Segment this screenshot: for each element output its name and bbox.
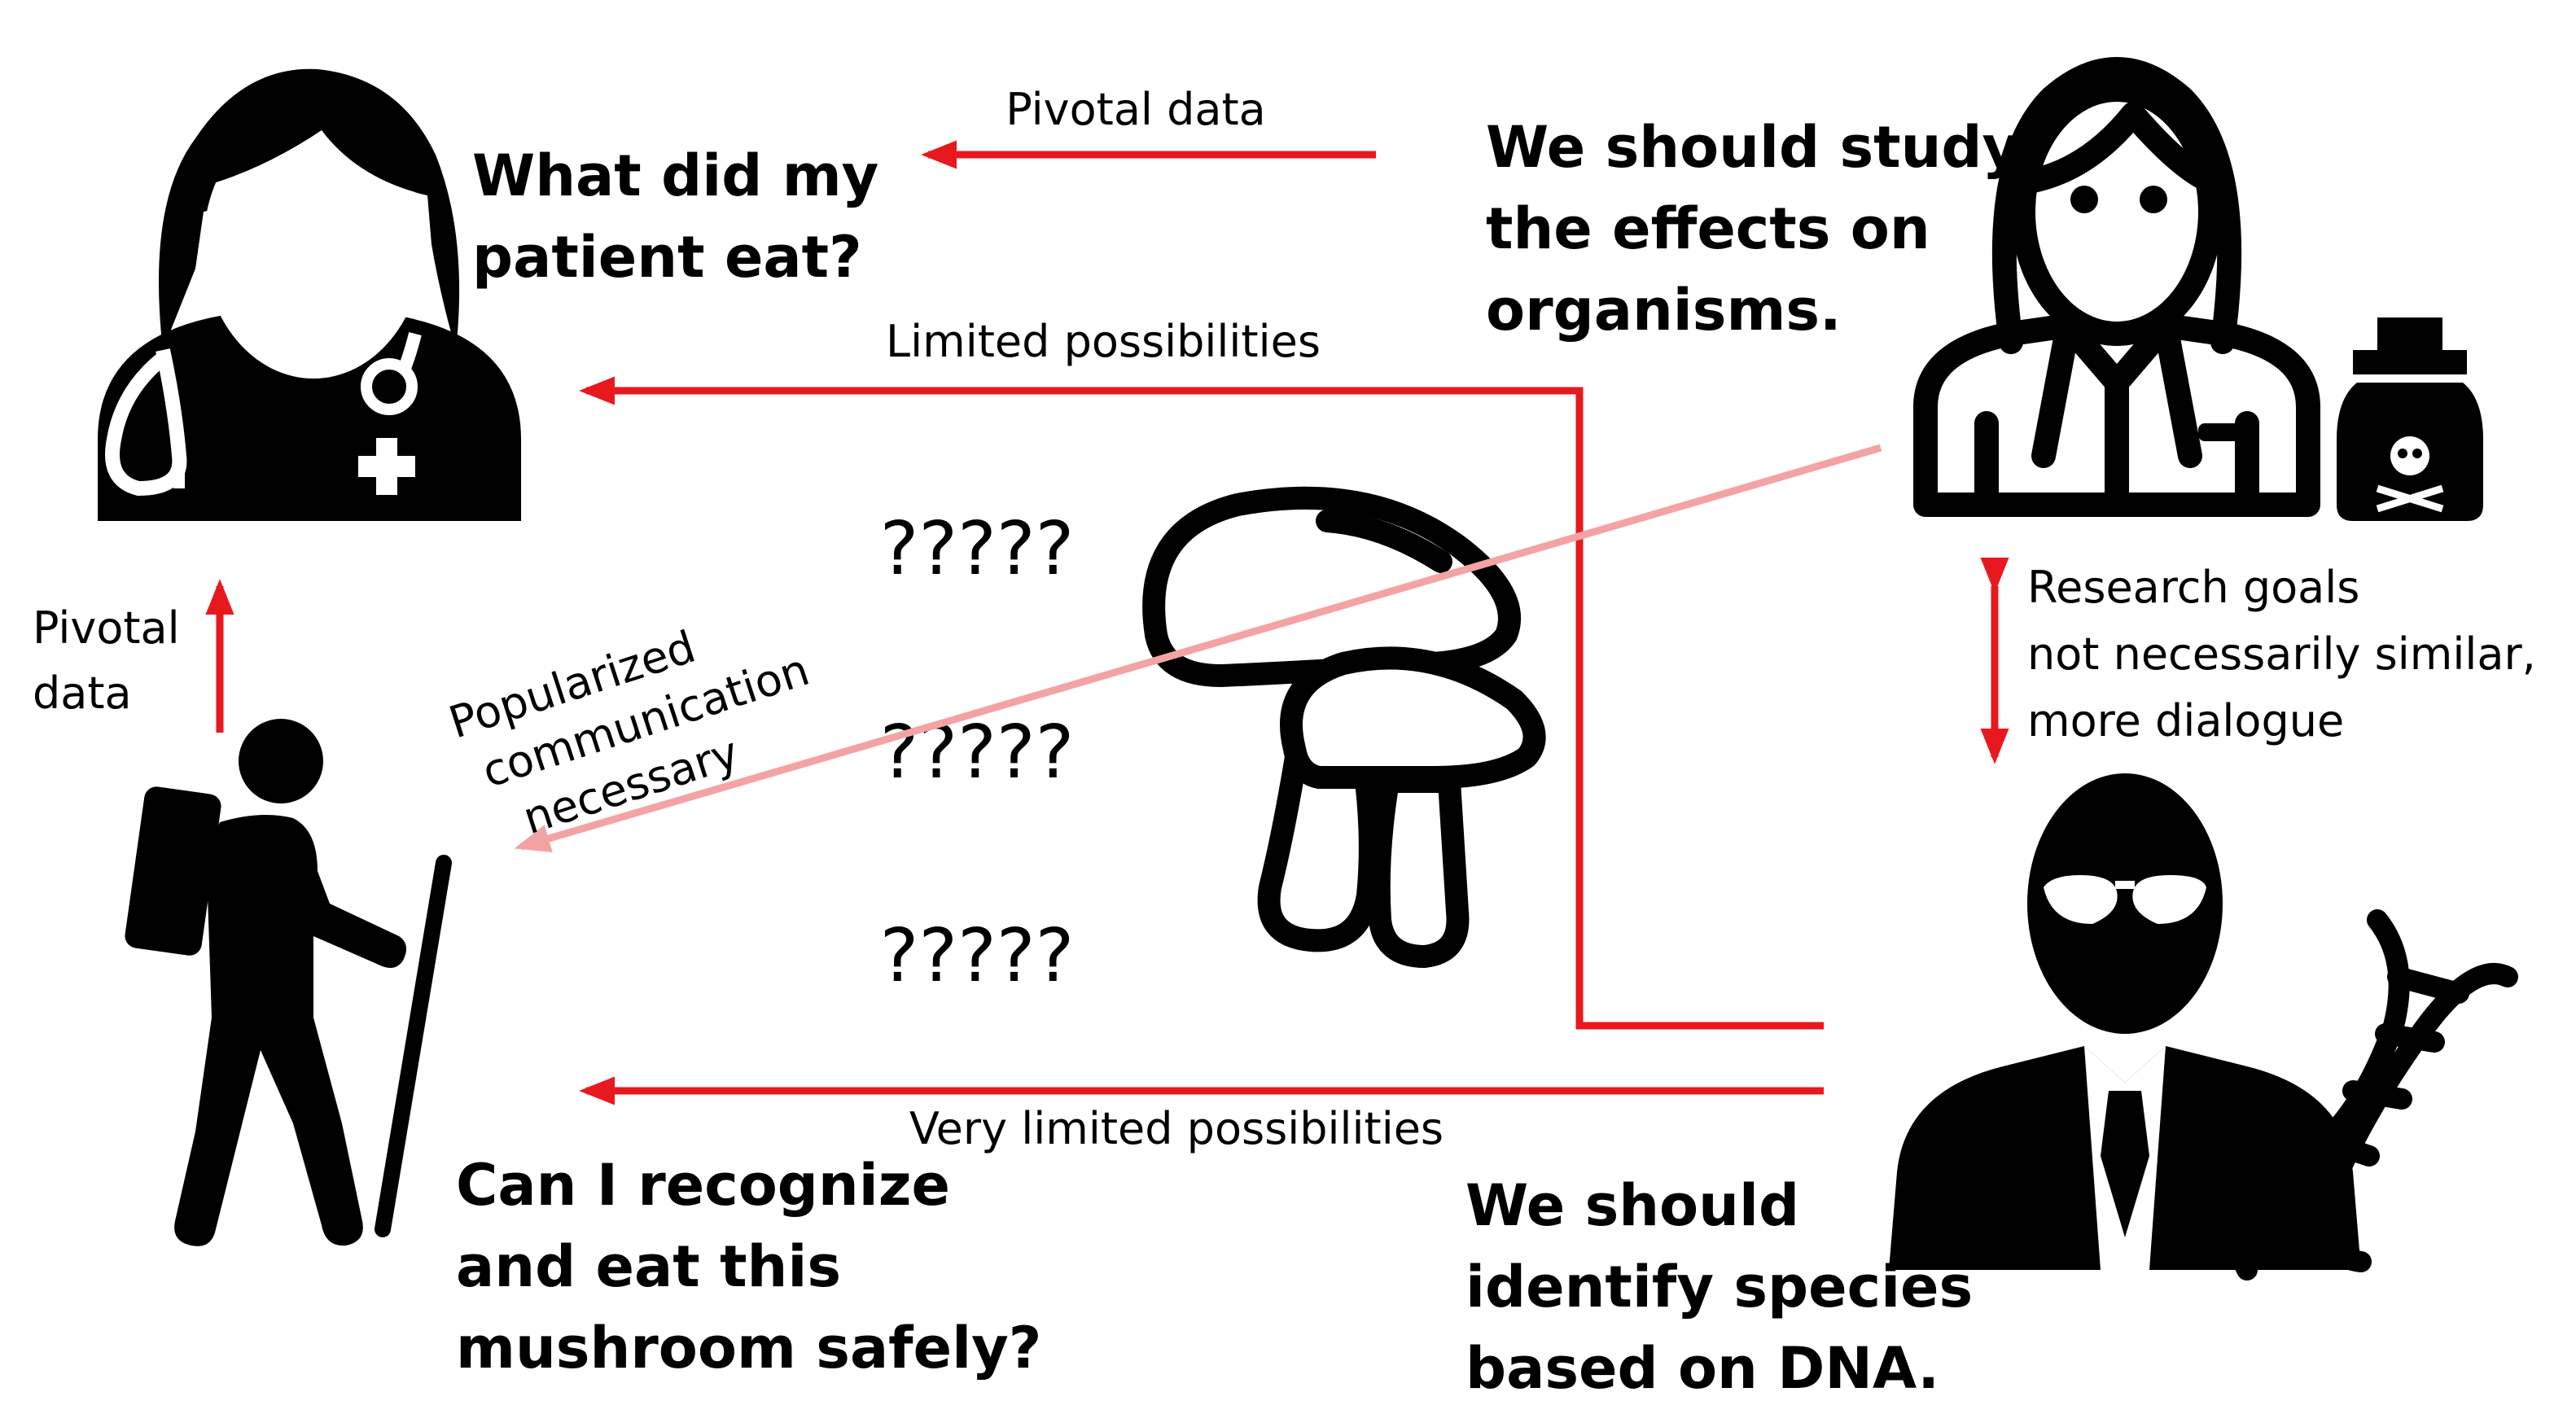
svg-text:not necessarily similar,: not necessarily similar, — [2027, 628, 2536, 680]
doctor-question: What did my patient eat? — [472, 142, 878, 291]
svg-text:data: data — [33, 668, 132, 719]
svg-text:organisms.: organisms. — [1486, 277, 1842, 344]
question-marks-group: ????? ????? ????? — [880, 506, 1075, 999]
label-research-goals: Research goals not necessarily similar, … — [2027, 562, 2536, 746]
svg-text:based on DNA.: based on DNA. — [1465, 1335, 1939, 1402]
svg-text:patient eat?: patient eat? — [472, 224, 862, 291]
label-pivotal-data-top: Pivotal data — [1005, 84, 1265, 135]
toxicologist-statement: We should study the effects on organisms… — [1486, 114, 2019, 344]
svg-text:and eat this: and eat this — [456, 1233, 841, 1300]
hiker-icon — [125, 719, 452, 1246]
svg-text:We should: We should — [1465, 1172, 1799, 1239]
label-popularized-communication: Popularized communication necessary — [443, 621, 815, 844]
label-very-limited-possibilities: Very limited possibilities — [909, 1103, 1444, 1154]
label-limited-possibilities: Limited possibilities — [886, 316, 1321, 367]
svg-text:Can I recognize: Can I recognize — [456, 1152, 950, 1219]
svg-text:more dialogue: more dialogue — [2027, 695, 2344, 746]
svg-text:What did my: What did my — [472, 142, 878, 209]
svg-text:Research goals: Research goals — [2027, 562, 2359, 613]
arrow-popularized-communication — [514, 444, 1882, 852]
svg-text:the effects on: the effects on — [1486, 195, 1930, 262]
svg-text:Pivotal: Pivotal — [33, 602, 180, 654]
svg-text:We should study: We should study — [1486, 114, 2019, 181]
geneticist-icon — [1889, 773, 2361, 1270]
hiker-question: Can I recognize and eat this mushroom sa… — [456, 1152, 1041, 1381]
toxicologist-icon — [1913, 57, 2320, 517]
label-pivotal-data-left: Pivotal data — [33, 602, 180, 719]
toxicologist-face — [2070, 186, 2247, 441]
mushroom-icon — [1142, 486, 1546, 968]
question-row-2: ????? — [880, 710, 1075, 795]
svg-text:mushroom safely?: mushroom safely? — [456, 1315, 1041, 1381]
question-row-1: ????? — [880, 506, 1075, 592]
dna-helix-icon — [2225, 909, 2518, 1280]
svg-text:identify species: identify species — [1465, 1254, 1973, 1320]
arrow-limited-possibilities — [579, 376, 1824, 1030]
female-doctor-icon — [98, 68, 521, 521]
question-row-3: ????? — [880, 913, 1075, 999]
geneticist-statement: We should identify species based on DNA. — [1465, 1172, 1973, 1402]
poison-bottle-icon — [2337, 317, 2483, 521]
